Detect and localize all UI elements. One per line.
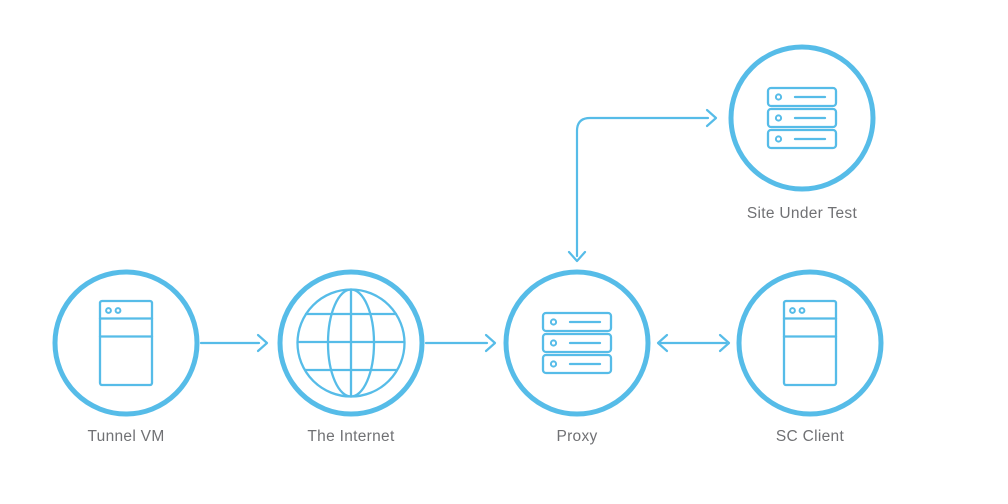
globe-icon xyxy=(296,288,406,398)
node-circle xyxy=(277,269,425,417)
arrowhead-right-icon xyxy=(705,108,718,128)
node-circle xyxy=(52,269,200,417)
rack-row-body xyxy=(541,332,613,354)
rack-row xyxy=(766,107,838,129)
rack-row xyxy=(541,332,613,354)
server-tower-icon xyxy=(782,299,838,387)
rack-row-body xyxy=(541,311,613,333)
rack-led xyxy=(774,114,783,122)
rack-row-body xyxy=(766,107,838,129)
rack-row-body xyxy=(766,86,838,108)
node-circle xyxy=(736,269,884,417)
tower-led xyxy=(114,307,122,314)
tower-body xyxy=(782,299,838,387)
arrowhead-right-icon xyxy=(484,333,497,353)
rack-row xyxy=(541,311,613,333)
rack-row-body xyxy=(766,128,838,150)
node-site-under-test: Site Under Test xyxy=(728,44,876,222)
arrowhead-down-icon xyxy=(567,250,587,263)
arrow-proxy-site-under-test-elbow xyxy=(567,108,718,263)
rack-led xyxy=(774,93,783,101)
tower-led xyxy=(789,307,796,314)
node-circle xyxy=(503,269,651,417)
node-the-internet: The Internet xyxy=(277,269,425,445)
node-label: Site Under Test xyxy=(747,205,858,222)
node-sc-client: SC Client xyxy=(736,269,884,445)
arrow-internet-to-proxy xyxy=(424,333,497,353)
rack-led xyxy=(549,360,558,368)
node-label: SC Client xyxy=(776,428,845,445)
node-tunnel-vm: Tunnel VM xyxy=(52,269,200,445)
rack-row xyxy=(766,86,838,108)
rack-row xyxy=(766,128,838,150)
node-label: The Internet xyxy=(307,428,395,445)
tower-body xyxy=(98,299,154,387)
server-tower-icon xyxy=(98,299,154,387)
node-label: Proxy xyxy=(556,428,597,445)
rack-led xyxy=(774,135,783,143)
node-label: Tunnel VM xyxy=(87,428,164,445)
arrowhead-right-icon xyxy=(718,333,731,353)
node-circle xyxy=(728,44,876,192)
tower-led xyxy=(798,307,806,314)
server-rack-icon xyxy=(766,86,838,150)
arrow-tunnel-to-internet xyxy=(199,333,269,353)
rack-row xyxy=(541,353,613,375)
arrow-elbow-line xyxy=(575,116,710,258)
rack-row-body xyxy=(541,353,613,375)
node-proxy: Proxy xyxy=(503,269,651,445)
rack-led xyxy=(549,318,558,326)
arrowhead-left-icon xyxy=(656,333,669,353)
rack-led xyxy=(549,339,558,347)
server-rack-icon xyxy=(541,311,613,375)
arrowhead-right-icon xyxy=(256,333,269,353)
tower-led xyxy=(105,307,112,314)
arrow-proxy-sc-client-bidirectional xyxy=(656,333,731,353)
